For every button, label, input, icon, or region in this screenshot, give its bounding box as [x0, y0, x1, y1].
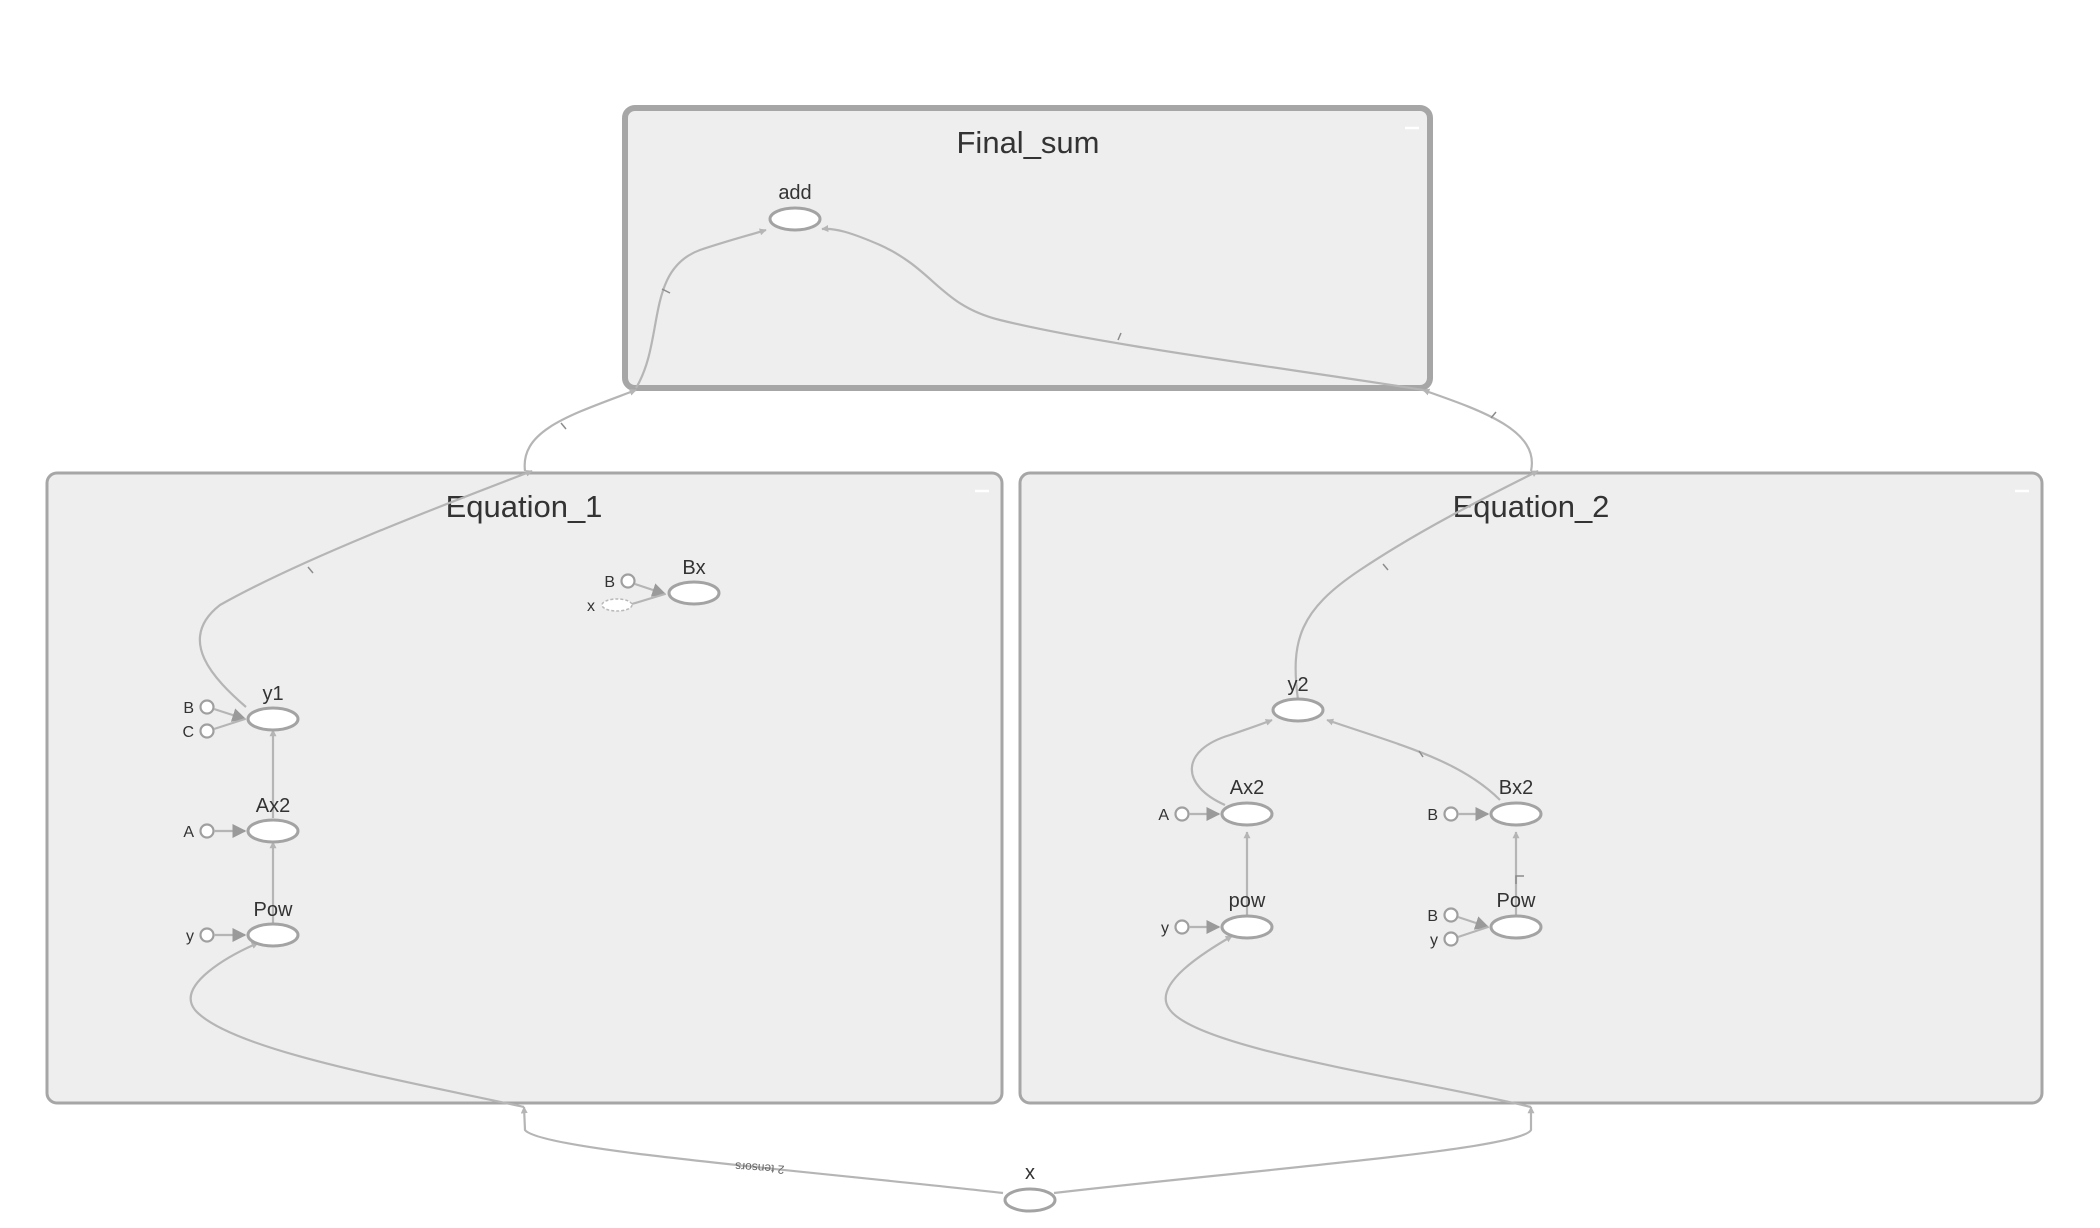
- port-label: x: [587, 598, 595, 615]
- node-ellipse[interactable]: [246, 818, 300, 844]
- node-ellipse[interactable]: [1220, 801, 1274, 827]
- node-label: Pow: [254, 899, 293, 921]
- edge-eq2-to-final-sum: [1422, 388, 1533, 472]
- group-equation-1[interactable]: Equation_1: [45, 471, 1004, 1105]
- input-edge: [213, 707, 247, 722]
- node-label: pow: [1229, 890, 1266, 912]
- input-port[interactable]: [1443, 907, 1459, 923]
- input-edge: [1457, 915, 1490, 930]
- edge-y2-to-group-out: [1294, 470, 1539, 701]
- input-port[interactable]: [199, 927, 215, 943]
- node-ellipse[interactable]: [768, 206, 822, 232]
- node-eq1-y1[interactable]: y1 B C: [182, 683, 300, 741]
- port-label: y: [186, 928, 194, 945]
- node-ellipse[interactable]: [1220, 914, 1274, 940]
- node-ellipse[interactable]: [1489, 914, 1543, 940]
- edge-tick: [307, 566, 314, 574]
- node-x[interactable]: x: [1003, 1162, 1057, 1213]
- port-label: A: [183, 824, 194, 841]
- input-edge: [1457, 925, 1489, 939]
- node-ellipse[interactable]: [246, 922, 300, 948]
- node-eq2-bx2[interactable]: Bx2 B: [1427, 777, 1543, 827]
- edge-final-sum-in-to-add-right: [821, 225, 1424, 392]
- input-edge: [213, 717, 246, 731]
- node-label: x: [1025, 1162, 1035, 1184]
- node-eq2-ax2[interactable]: Ax2 A: [1158, 777, 1274, 827]
- node-eq2-pow-lower[interactable]: pow y: [1161, 890, 1274, 940]
- input-edge: [634, 582, 667, 597]
- input-port-dashed[interactable]: [601, 598, 633, 612]
- edge-x-to-pow-eq2: [1164, 935, 1532, 1109]
- edge-tick: [1490, 411, 1497, 419]
- port-label: B: [1427, 807, 1438, 824]
- input-port[interactable]: [199, 723, 215, 739]
- edge-y1-to-group-out: [198, 469, 533, 708]
- port-label: B: [183, 700, 194, 717]
- port-label: y: [1430, 932, 1438, 949]
- edge-label-2-tensors: 2 tensors: [735, 1159, 785, 1176]
- node-eq1-bx[interactable]: Bx B x: [587, 557, 721, 615]
- node-ellipse[interactable]: [1003, 1187, 1057, 1213]
- edge-eq1-to-final-sum: [523, 388, 637, 472]
- port-label: C: [182, 724, 194, 741]
- node-ellipse[interactable]: [1271, 697, 1325, 723]
- edge-tick: [1117, 332, 1122, 341]
- node-label: Bx2: [1499, 777, 1533, 799]
- node-add[interactable]: add: [768, 182, 822, 232]
- input-port[interactable]: [1174, 806, 1190, 822]
- node-label: y2: [1287, 674, 1308, 696]
- edge-tick: [560, 422, 567, 430]
- equation-2-title: Equation_2: [1453, 489, 1610, 524]
- input-port[interactable]: [199, 823, 215, 839]
- final-sum-box[interactable]: [622, 105, 1433, 391]
- input-port[interactable]: [199, 699, 215, 715]
- edge-tick: [1382, 563, 1389, 571]
- edge-final-sum-in-to-add-left: [635, 228, 767, 389]
- edge-x-to-pow-eq1: [189, 941, 525, 1109]
- edge-x-to-equation-2: [1053, 1106, 1535, 1195]
- input-port[interactable]: [1443, 931, 1459, 947]
- node-eq1-ax2[interactable]: Ax2 A: [183, 795, 300, 844]
- node-label: Pow: [1497, 890, 1536, 912]
- node-label: Ax2: [256, 795, 290, 817]
- edge-tick: [1418, 750, 1424, 758]
- edge-tick: [1515, 875, 1524, 884]
- port-label: y: [1161, 920, 1169, 937]
- input-port[interactable]: [1174, 919, 1190, 935]
- node-ellipse[interactable]: [1489, 801, 1543, 827]
- edge-tick: [661, 288, 671, 294]
- node-eq2-y2[interactable]: y2: [1271, 674, 1325, 723]
- port-label: A: [1158, 807, 1169, 824]
- group-final-sum[interactable]: Final_sum: [622, 105, 1433, 391]
- edges: 2 tensors: [189, 225, 1539, 1195]
- input-port[interactable]: [1443, 806, 1459, 822]
- node-eq2-pow-upper[interactable]: Pow B y: [1427, 890, 1543, 949]
- node-label: add: [778, 182, 811, 204]
- edge-ax2-to-y2-eq2: [1190, 718, 1273, 807]
- node-label: Ax2: [1230, 777, 1264, 799]
- node-ellipse[interactable]: [246, 706, 300, 732]
- node-eq1-pow[interactable]: Pow y: [186, 899, 300, 948]
- node-ellipse[interactable]: [667, 580, 721, 606]
- group-equation-2[interactable]: Equation_2: [1018, 471, 2044, 1105]
- equation-1-box[interactable]: [45, 471, 1004, 1105]
- node-label: Bx: [682, 557, 705, 579]
- edge-bx2-to-y2-eq2: [1326, 718, 1501, 801]
- edge-x-to-equation-1: [520, 1106, 1004, 1195]
- input-port[interactable]: [620, 573, 636, 589]
- port-label: B: [604, 574, 615, 591]
- port-label: B: [1427, 908, 1438, 925]
- node-label: y1: [262, 683, 283, 705]
- final-sum-title: Final_sum: [957, 125, 1100, 160]
- input-edge: [631, 592, 666, 606]
